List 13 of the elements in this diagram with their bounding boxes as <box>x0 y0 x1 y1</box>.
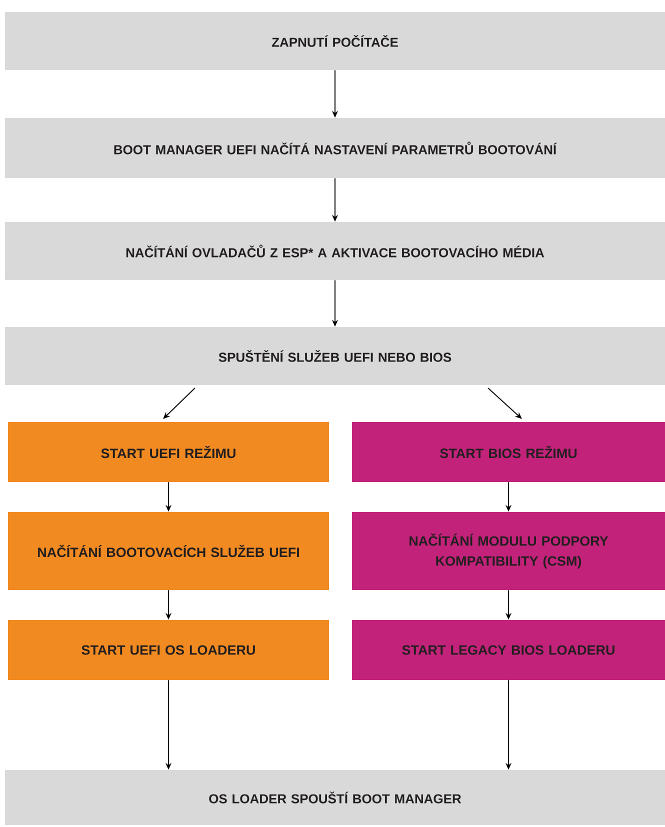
arrow <box>163 388 196 419</box>
process-box: ZAPNUTÍ POČÍTAČE <box>5 12 665 70</box>
process-box: NAČÍTÁNÍ MODULU PODPORY KOMPATIBILITY (CSM) <box>352 512 665 590</box>
process-box: START UEFI REŽIMU <box>8 422 329 482</box>
process-box: SPUŠTĚNÍ SLUŽEB UEFI NEBO BIOS <box>5 327 665 385</box>
process-box: NAČÍTÁNÍ OVLADAČŮ Z ESP* A AKTIVACE BOOTOVACÍHO MÉDIA <box>5 222 665 280</box>
process-box: START UEFI OS LOADERU <box>8 620 329 680</box>
process-box: OS LOADER SPOUŠTÍ BOOT MANAGER <box>5 770 665 825</box>
process-box: START LEGACY BIOS LOADERU <box>352 620 665 680</box>
arrow <box>488 388 522 419</box>
process-box: START BIOS REŽIMU <box>352 422 665 482</box>
process-box: NAČÍTÁNÍ BOOTOVACÍCH SLUŽEB UEFI <box>8 512 329 590</box>
process-box: BOOT MANAGER UEFI NAČÍTÁ NASTAVENÍ PARAMETRŮ BOOTOVÁNÍ <box>5 118 665 178</box>
